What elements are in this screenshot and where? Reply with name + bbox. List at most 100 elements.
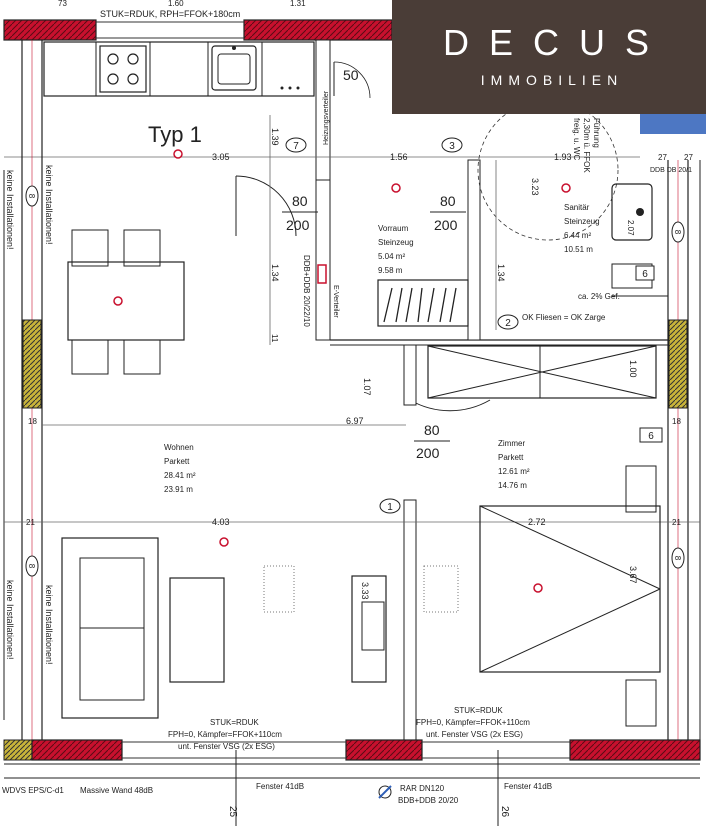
cooktop-icon — [99, 45, 147, 93]
dim-18r: 18 — [672, 417, 681, 426]
svg-text:200: 200 — [286, 217, 310, 233]
window-note-right: STUK=RDUK FPH=0, Kämpfer=FFOK+110cm unt.… — [416, 706, 530, 739]
dim-272: 2.72 — [528, 517, 546, 527]
svg-text:unt. Fenster VSG (2x ESG): unt. Fenster VSG (2x ESG) — [178, 742, 275, 751]
marker-8-left-top: 8 — [25, 185, 39, 207]
svg-text:5.04 m²: 5.04 m² — [378, 252, 405, 261]
window-note-left: STUK=RDUK FPH=0, Kämpfer=FFOK+110cm unt.… — [168, 718, 282, 751]
svg-text:STUK=RDUK: STUK=RDUK — [210, 718, 259, 727]
svg-text:3: 3 — [449, 141, 455, 152]
dim-156: 1.56 — [390, 152, 408, 162]
svg-text:80: 80 — [440, 193, 456, 209]
svg-text:STUK=RDUK: STUK=RDUK — [454, 706, 503, 715]
svg-text:Sanitär: Sanitär — [564, 203, 590, 212]
wc-label: freig. u. WC — [572, 118, 581, 160]
room-wohnen: Wohnen Parkett 28.41 m² 23.91 m — [164, 443, 196, 494]
top-dim-left: 73 — [58, 0, 67, 8]
svg-text:7: 7 — [293, 141, 299, 152]
logo-brand: DECUS — [442, 22, 670, 63]
light-points — [113, 149, 571, 593]
keine-installationen-left-low: keine Installationen! — [5, 580, 15, 660]
dim-134b: 1.34 — [496, 264, 506, 282]
svg-text:10.51 m: 10.51 m — [564, 245, 593, 254]
radiator-right — [423, 565, 459, 613]
dim-100: 1.00 — [628, 360, 638, 378]
door-50-label: 50 — [343, 67, 359, 83]
svg-text:8: 8 — [27, 564, 36, 569]
svg-text:FPH=0, Kämpfer=FFOK+110cm: FPH=0, Kämpfer=FFOK+110cm — [168, 730, 282, 739]
svg-text:80: 80 — [292, 193, 308, 209]
svg-text:8: 8 — [673, 556, 682, 561]
massiv-label: Massive Wand 48dB — [80, 786, 153, 795]
heizung-label: Heizungsverteiler — [323, 90, 330, 145]
room-sanitaer: Sanitär Steinzeug 6.44 m² 10.51 m — [564, 203, 600, 254]
svg-text:Vorraum: Vorraum — [378, 224, 409, 233]
rar-ddb-label: BDB+DDB 20/20 — [398, 796, 459, 805]
left-wall — [3, 40, 43, 740]
tv-unit — [351, 575, 387, 683]
dim-27a: 27 — [658, 153, 667, 162]
svg-text:6: 6 — [642, 269, 648, 280]
svg-text:FPH=0, Kämpfer=FFOK+110cm: FPH=0, Kämpfer=FFOK+110cm — [416, 718, 530, 727]
marker-8-right-low: 8 — [671, 547, 685, 569]
fuehrung-label: Führung — [592, 118, 601, 148]
top-dim-mid: 1.60 — [168, 0, 184, 8]
dim-134a: 1.34 — [270, 264, 280, 282]
svg-text:8: 8 — [673, 230, 682, 235]
svg-text:12.61 m²: 12.61 m² — [498, 467, 530, 476]
door-2: 80 200 — [430, 193, 466, 233]
wdvs-label: WDVS EPS/C-d1 — [2, 786, 64, 795]
fliesen-note: OK Fliesen = OK Zarge — [522, 313, 606, 322]
dim-11: 11 — [270, 334, 279, 343]
dim-107: 1.07 — [362, 378, 372, 396]
rar-label: RAR DN120 — [400, 784, 445, 793]
dim-305: 3.05 — [212, 152, 230, 162]
svg-text:Steinzeug: Steinzeug — [564, 217, 600, 226]
svg-text:1: 1 — [387, 502, 393, 513]
gefaelle-note: ca. 2% Gef. — [578, 292, 620, 301]
dim-333: 3.33 — [360, 582, 370, 600]
dining-table — [67, 229, 185, 375]
hoehe-label: 2,30m ü. FFOK — [582, 118, 591, 173]
marker-3: 3 — [441, 137, 463, 153]
fenster-a-label: Fenster 41dB — [256, 782, 304, 791]
axis-25: 25 — [227, 806, 238, 818]
radiator-left — [263, 565, 295, 613]
marker-8-left-low: 8 — [25, 555, 39, 577]
dim-27b: 27 — [684, 153, 693, 162]
bed — [479, 465, 661, 727]
ddb-vert-label: DDB+DDB 20/22/10 — [302, 255, 311, 327]
svg-text:8: 8 — [27, 194, 36, 199]
svg-text:unt. Fenster VSG (2x ESG): unt. Fenster VSG (2x ESG) — [426, 730, 523, 739]
fenster-b-label: Fenster 41dB — [504, 782, 552, 791]
sofa — [61, 537, 225, 719]
bathroom-fixtures — [611, 183, 668, 297]
svg-text:23.91 m: 23.91 m — [164, 485, 193, 494]
top-note: STUK=RDUK, RPH=FFOK+180cm — [100, 9, 240, 19]
dim-367: 3.67 — [628, 566, 638, 584]
svg-text:2: 2 — [505, 318, 511, 329]
marker-6-bath: 6 — [635, 265, 655, 281]
logo-sub: IMMOBILIEN — [480, 72, 624, 88]
keine-installationen-left: keine Installationen! — [5, 170, 15, 250]
svg-text:28.41 m²: 28.41 m² — [164, 471, 196, 480]
closet-zimmer — [427, 345, 657, 399]
door-3: 80 200 — [414, 422, 450, 461]
marker-7: 7 — [285, 137, 307, 153]
top-dim-right: 1.31 — [290, 0, 306, 8]
svg-text:Wohnen: Wohnen — [164, 443, 194, 452]
door-1: 80 200 — [282, 193, 318, 233]
ddb-top: DDB DB 20/1 — [650, 167, 692, 174]
bottom-wall — [3, 739, 701, 826]
svg-text:Parkett: Parkett — [498, 453, 524, 462]
svg-text:Parkett: Parkett — [164, 457, 190, 466]
marker-1: 1 — [379, 498, 401, 514]
room-zimmer: Zimmer Parkett 12.61 m² 14.76 m — [498, 439, 530, 490]
dim-697: 6.97 — [346, 416, 364, 426]
dim-21r: 21 — [672, 518, 681, 527]
axis-26: 26 — [499, 806, 510, 818]
svg-text:80: 80 — [424, 422, 440, 438]
dim-403: 4.03 — [212, 517, 230, 527]
marker-2: 2 — [497, 314, 519, 330]
